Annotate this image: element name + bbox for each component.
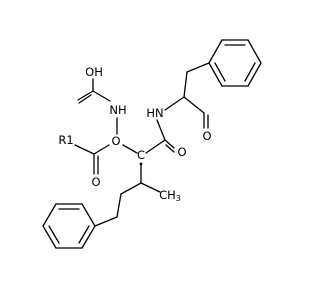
bond-alpha-cho — [183, 96, 205, 114]
bond-nh-amide-c — [156, 119, 166, 141]
atom-label-oh: OH — [85, 65, 103, 79]
bond-amide-radical — [145, 139, 166, 154]
atom-label-radical-c: C — [137, 148, 145, 162]
atom-label-methyl: CH3 — [159, 188, 181, 203]
atom-label-methyl-ch: CH — [159, 188, 176, 202]
atom-label-nh-amide: HN — [146, 106, 163, 120]
bond-ring-ch2 — [186, 62, 210, 73]
bond-top-ring-1 — [208, 39, 223, 64]
bond-bot-ring-4 — [42, 225, 57, 249]
bond-bot-ring-6 — [81, 225, 96, 249]
atom-labels: OH NH HN O O R1 O C O CH3 — [58, 65, 211, 203]
atom-label-r1: R1 — [58, 133, 73, 147]
bond-amide-co-a — [164, 139, 175, 149]
bond-o-radical — [122, 144, 138, 154]
bond-top-ring-inner-c — [214, 62, 226, 82]
atom-label-o-ester: O — [91, 175, 100, 189]
atom-label-o-aldehyde: O — [202, 129, 211, 143]
bond-ch2a-ch2b — [116, 193, 122, 218]
atom-label-o-link: O — [111, 134, 120, 148]
bond-carbamic-co-b — [78, 94, 92, 104]
bond-top-ring-6 — [208, 62, 223, 87]
radical-dot — [139, 162, 143, 166]
bonds — [42, 39, 262, 249]
bond-bot-ring-inner-b — [48, 225, 60, 244]
bond-top-ring-3 — [247, 39, 262, 64]
bond-carbamic-co-a — [77, 90, 94, 101]
bond-alpha-nh — [164, 96, 185, 111]
atom-label-o-amide: O — [177, 145, 186, 159]
bond-carbamic-c-nh — [92, 90, 111, 102]
atom-label-nh-carbamate: NH — [109, 103, 126, 117]
bond-top-ring-inner-b — [244, 62, 256, 82]
bond-ester-r1 — [74, 144, 95, 155]
atom-label-methyl-sub: 3 — [176, 194, 181, 203]
bond-ch-ch2a — [120, 182, 142, 195]
bond-ch2-alpha — [183, 71, 188, 98]
chemical-structure: OH NH HN O O R1 O C O CH3 — [42, 39, 262, 249]
bond-ch-methyl — [140, 182, 161, 193]
bond-ch2b-ring — [94, 216, 118, 227]
bond-o-ester-c — [93, 144, 110, 155]
bond-bot-ring-inner-c — [78, 225, 90, 244]
bond-amide-co-b — [165, 144, 175, 153]
bond-bot-ring-3 — [42, 203, 57, 227]
bond-top-ring-4 — [247, 62, 262, 87]
bond-bot-ring-1 — [81, 203, 96, 227]
